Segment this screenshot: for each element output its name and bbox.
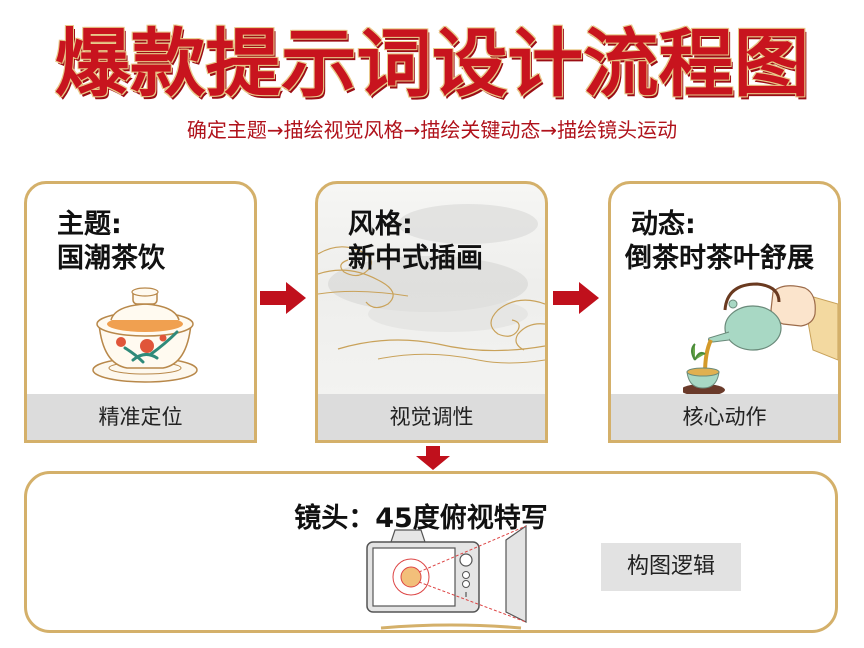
camera-heading: 镜头：45度俯视特写 xyxy=(27,496,835,535)
camera-heading-text: 镜头：45度俯视特写 xyxy=(294,503,548,534)
step-label: 主题: xyxy=(57,209,122,240)
camera-icon xyxy=(366,524,527,630)
arrow-right-icon xyxy=(260,282,306,314)
composition-tag: 构图逻辑 xyxy=(601,543,741,591)
arrow-right-icon xyxy=(553,282,599,314)
gaiwan-teacup-icon xyxy=(92,287,198,383)
step-card-theme: 主题: 国潮茶饮 精准定位 xyxy=(24,181,257,443)
step-caption: 核心动作 xyxy=(611,394,838,440)
step-label: 动态: xyxy=(631,209,696,240)
page-title: 爆款提示词设计流程图 xyxy=(54,21,810,107)
step-label: 风格: xyxy=(348,209,413,240)
teapot-pouring-icon xyxy=(683,282,838,396)
step-value: 国潮茶饮 xyxy=(57,243,165,274)
flow-subtitle: 确定主题→描绘视觉风格→描绘关键动态→描绘镜头运动 xyxy=(186,118,678,142)
step-card-motion: 动态: 倒茶时茶叶舒展 核心动作 xyxy=(608,181,841,443)
step-value: 新中式插画 xyxy=(348,243,483,274)
step-heading: 风格: 新中式插画 xyxy=(348,208,483,276)
step-caption: 视觉调性 xyxy=(318,394,545,440)
step-caption: 精准定位 xyxy=(27,394,254,440)
auspicious-cloud-icon xyxy=(318,204,545,364)
camera-step-panel: 镜头：45度俯视特写 构图逻辑 xyxy=(24,471,838,633)
arrow-down-icon xyxy=(416,446,450,470)
step-heading: 主题: 国潮茶饮 xyxy=(57,208,165,276)
step-value: 倒茶时茶叶舒展 xyxy=(625,243,814,274)
step-heading: 动态: 倒茶时茶叶舒展 xyxy=(625,208,814,276)
step-card-style: 风格: 新中式插画 视觉调性 xyxy=(315,181,548,443)
